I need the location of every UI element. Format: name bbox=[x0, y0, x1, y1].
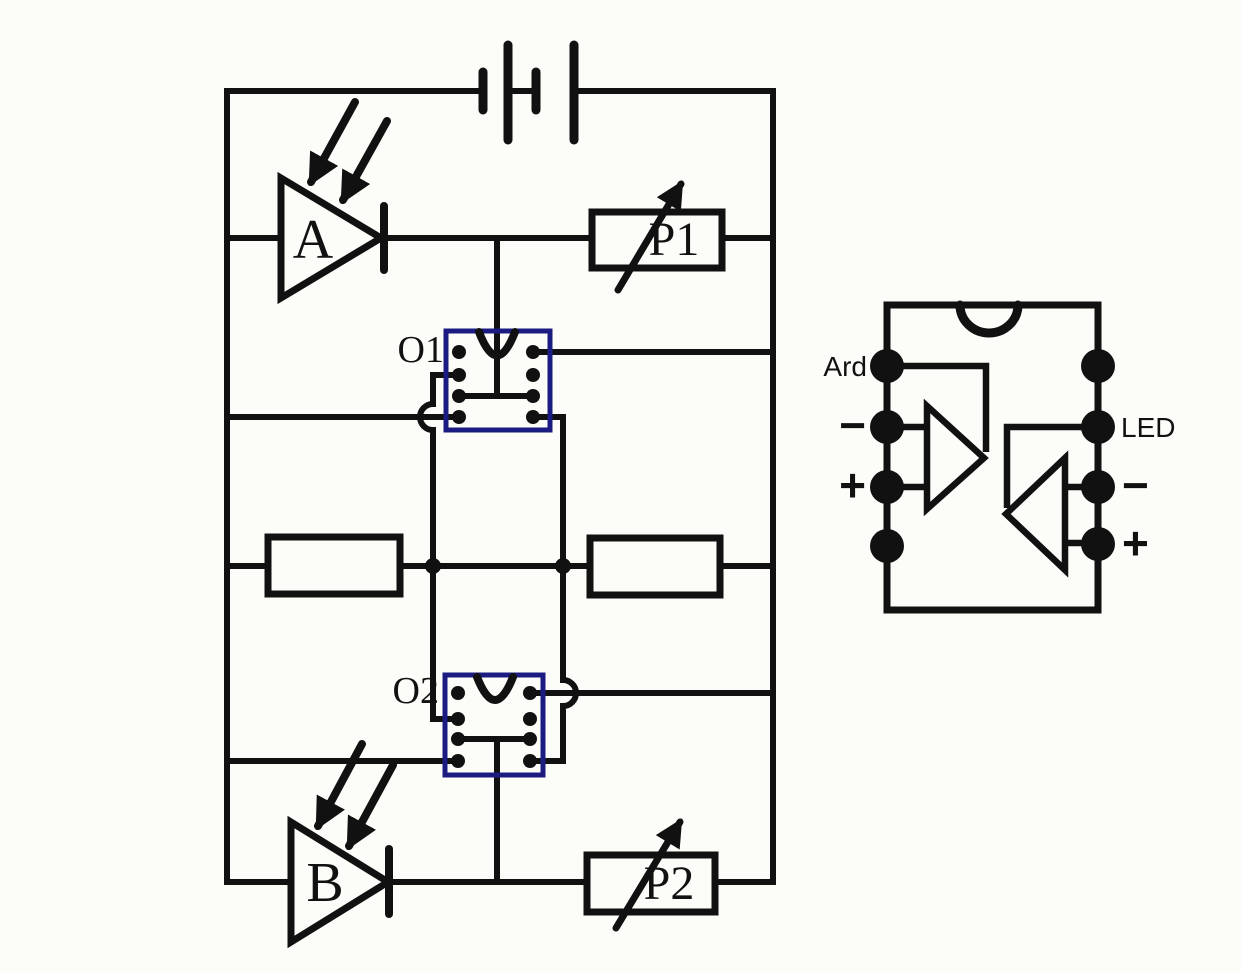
chip-notch-icon bbox=[473, 673, 517, 704]
optocoupler-o1-body bbox=[443, 328, 553, 433]
ic-pin-label-led: LED bbox=[1121, 412, 1175, 443]
opamp2-triangle bbox=[1001, 450, 1069, 578]
opamp1-output-wire bbox=[890, 362, 990, 452]
ic-pin-label-ard: Ard bbox=[823, 351, 867, 382]
optocoupler-o2: O2 bbox=[393, 670, 546, 778]
chip-pin bbox=[451, 686, 465, 700]
light-arrow-icon bbox=[339, 117, 391, 205]
potentiometer-arrow-icon bbox=[614, 180, 685, 294]
rail-left-loop bbox=[224, 88, 483, 885]
potentiometer-p2-label: P2 bbox=[644, 857, 695, 910]
optocoupler-o2-label: O2 bbox=[393, 670, 439, 712]
ic-pin-label-minus-left: − bbox=[839, 399, 866, 451]
light-arrow-icon bbox=[314, 740, 366, 831]
chip-pin bbox=[523, 732, 537, 746]
resistor-right-body bbox=[586, 534, 724, 599]
potentiometer-p2: P2 bbox=[583, 818, 719, 932]
photodiode-b-triangle bbox=[287, 815, 395, 949]
ic-pin-label-plus-left: + bbox=[839, 459, 866, 511]
chip-pin bbox=[523, 754, 537, 768]
potentiometer-p1-body bbox=[588, 208, 726, 272]
junction-dot bbox=[425, 558, 441, 574]
ic-pin-led bbox=[1081, 410, 1115, 444]
ic-pin-minus-left bbox=[870, 410, 904, 444]
ic-pin-minus-right bbox=[1081, 470, 1115, 504]
battery bbox=[478, 40, 579, 145]
optocoupler-o2-body bbox=[442, 672, 546, 778]
opamp2-output-wire bbox=[1003, 423, 1096, 508]
junction-dot bbox=[555, 558, 571, 574]
circuit-wires bbox=[227, 88, 773, 885]
potentiometer-arrow-icon bbox=[612, 818, 684, 932]
chip-pin bbox=[452, 345, 466, 359]
chip-pin bbox=[523, 686, 537, 700]
chip-pin bbox=[526, 410, 540, 424]
chip-pin bbox=[451, 754, 465, 768]
photodiode-a-label: A bbox=[293, 209, 334, 271]
photodiode-a-triangle bbox=[277, 171, 388, 305]
optocoupler-o1: O1 bbox=[398, 328, 553, 433]
photodiode-a: A bbox=[277, 98, 391, 305]
ic-pin-plus-right bbox=[1081, 527, 1115, 561]
chip-pin bbox=[526, 389, 540, 403]
optocoupler-o1-label: O1 bbox=[398, 329, 444, 371]
ic-pin-label-plus-right: + bbox=[1122, 517, 1149, 569]
potentiometer-p1: P1 bbox=[588, 180, 726, 294]
light-arrow-icon bbox=[345, 761, 397, 851]
chip-pin bbox=[526, 345, 540, 359]
chip-pin bbox=[452, 389, 466, 403]
chip-pin bbox=[452, 410, 466, 424]
ic-pin-label-minus-right: − bbox=[1122, 459, 1149, 511]
photodiode-b: B bbox=[287, 740, 397, 949]
chip-pin bbox=[526, 368, 540, 382]
potentiometer-p2-body bbox=[583, 851, 719, 916]
ic-pin-top-right bbox=[1081, 349, 1115, 383]
main-circuit: A P1 O1 bbox=[224, 40, 776, 949]
light-arrow-icon bbox=[307, 98, 359, 187]
chip-pin bbox=[451, 712, 465, 726]
ic-body bbox=[883, 301, 1102, 614]
opamp1-triangle bbox=[923, 398, 989, 517]
ic-notch-icon bbox=[955, 300, 1023, 338]
ic-pinout-diagram: Ard − + LED − + bbox=[823, 300, 1175, 614]
chip-pin bbox=[523, 712, 537, 726]
chip-pin bbox=[452, 368, 466, 382]
ic-pin-plus-left bbox=[870, 470, 904, 504]
chip-notch-icon bbox=[475, 328, 519, 360]
photodiode-b-label: B bbox=[306, 852, 343, 914]
potentiometer-p1-label: P1 bbox=[649, 213, 700, 266]
chip-pin bbox=[451, 732, 465, 746]
resistor-left-body bbox=[264, 533, 404, 598]
ic-pin-ard bbox=[870, 349, 904, 383]
ic-pin-bottom-left bbox=[870, 529, 904, 563]
rail-right-loop bbox=[574, 88, 776, 885]
